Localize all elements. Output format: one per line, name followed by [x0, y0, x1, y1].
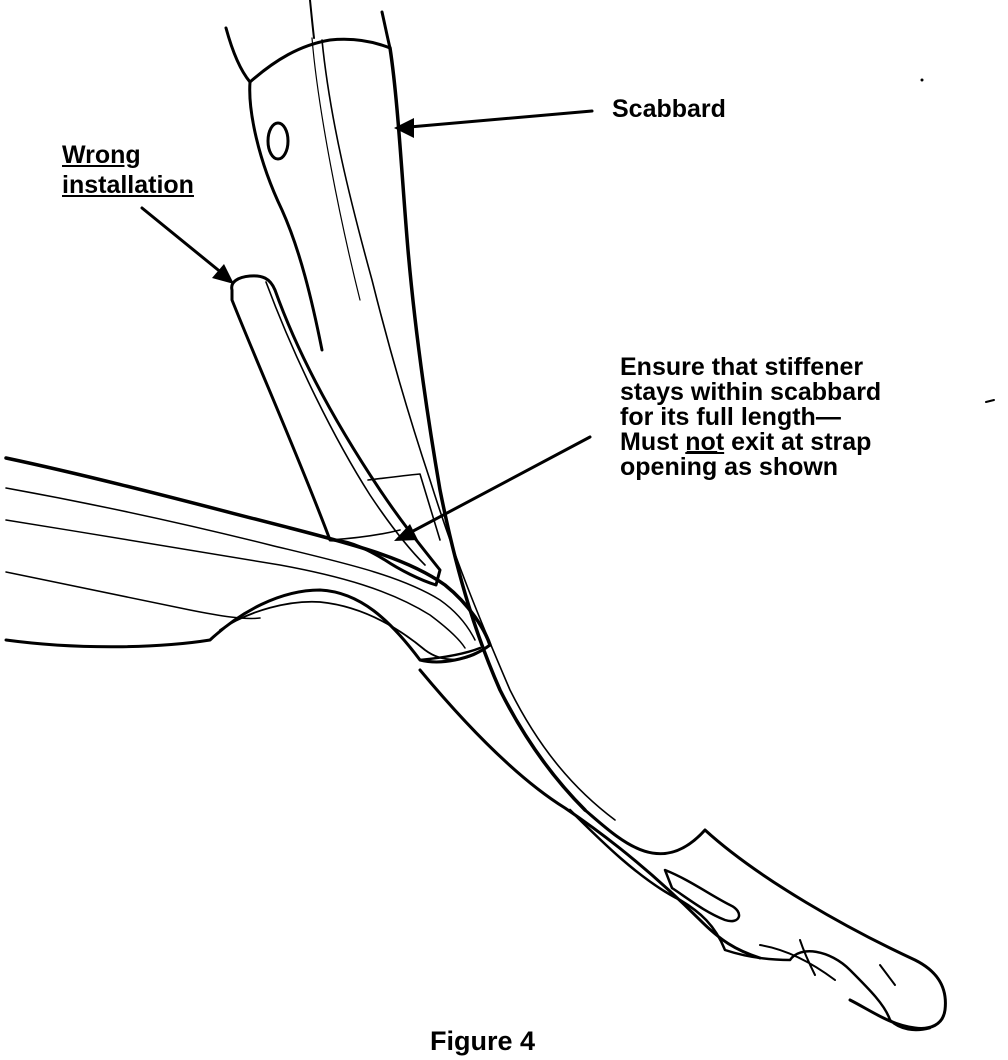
- note-line-2: stays within scabbard: [620, 378, 882, 406]
- arrowhead-scabbard: [394, 118, 414, 138]
- scabbard-top-edge: [248, 37, 392, 84]
- note-line-5-part-c: as shown: [717, 453, 839, 481]
- scabbard-label: Scabbard: [612, 95, 726, 123]
- strap-underside: [219, 600, 483, 661]
- upper-outline-left: [224, 26, 252, 84]
- wrong-installation-label: Wrong installation: [62, 140, 194, 200]
- scabbard-lower-right: [583, 808, 947, 1030]
- strap-fold-2: [5, 519, 466, 649]
- arrowhead-wrong: [212, 264, 234, 284]
- note-line-4: Must not exit at strap: [620, 430, 881, 455]
- note-line-5-part-a: openi: [620, 453, 687, 481]
- strap-top-edge: [4, 456, 492, 647]
- arrowhead-ensure: [394, 524, 418, 541]
- leader-ensure: [398, 435, 592, 540]
- scabbard-right-edge: [388, 46, 587, 812]
- wrong-installation-line-2: installation: [62, 171, 194, 199]
- wrong-installation-line-1: Wrong: [62, 141, 141, 169]
- scabbard-center-line: [311, 37, 361, 301]
- buckle-detail: [759, 939, 896, 986]
- stiffener-note: Ensure that stiffener stays within scabb…: [620, 355, 881, 480]
- figure-caption: Figure 4: [430, 1026, 536, 1056]
- note-line-5-part-b: ng: [686, 453, 718, 481]
- note-line-4-part-a: Must: [620, 428, 686, 456]
- strap-tail: [418, 646, 482, 662]
- note-line-3: for its full length—: [620, 403, 841, 431]
- strap-opening: [329, 473, 441, 541]
- scabbard-inner-line: [321, 39, 616, 821]
- strap-bottom-edge: [4, 588, 492, 664]
- tip-end: [888, 1018, 932, 1032]
- note-line-4-part-c: exit at strap: [724, 428, 872, 456]
- note-line-5: opening as shown: [620, 455, 881, 480]
- note-line-4-emphasis: not: [685, 428, 725, 456]
- buckle-slot: [663, 868, 741, 923]
- strap-fold-1: [5, 487, 476, 641]
- leader-wrong: [140, 206, 230, 280]
- speck-dot: [920, 78, 924, 82]
- note-line-1: Ensure that stiffener: [620, 353, 864, 381]
- leader-scabbard: [396, 109, 594, 130]
- strap-fold-3: [5, 571, 261, 620]
- upper-outline-right: [380, 10, 392, 50]
- scabbard-hole: [266, 121, 290, 161]
- speck: [985, 399, 995, 403]
- buckle-outline: [568, 808, 892, 1022]
- scabbard-left-edge: [248, 80, 324, 352]
- stiffener-outline: [230, 274, 442, 587]
- stiffener-inner: [265, 281, 426, 566]
- pole-line: [309, 0, 315, 39]
